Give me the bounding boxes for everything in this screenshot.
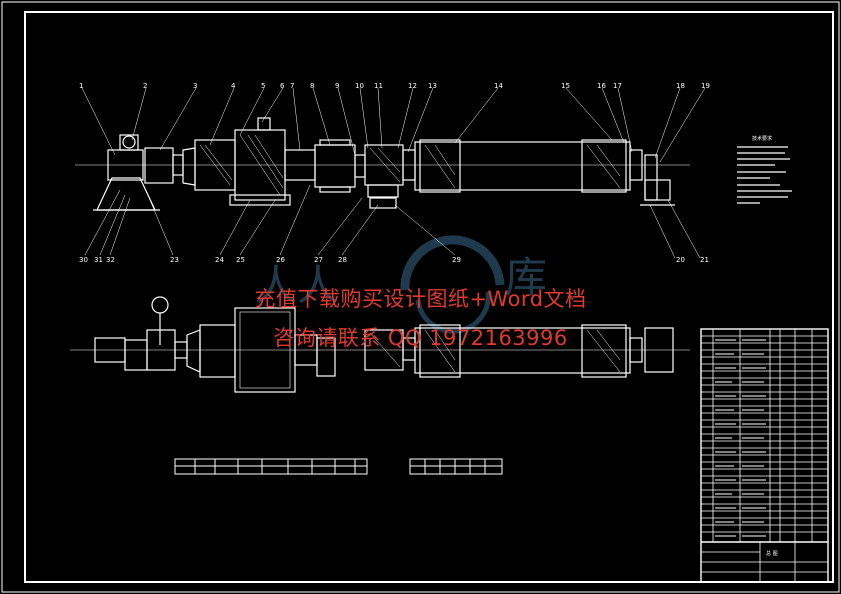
part-label: 27 xyxy=(314,256,323,264)
hatching xyxy=(199,134,621,196)
part-label: 16 xyxy=(597,82,606,90)
watermark-line-1: 充值下载购买设计图纸+Word文档 xyxy=(254,287,587,311)
title-block-name: 总 图 xyxy=(766,550,778,557)
part-label: 32 xyxy=(106,256,115,264)
part-labels-bottom: 30 31 32 23 24 25 26 27 28 29 20 21 xyxy=(79,256,709,264)
part-label: 2 xyxy=(143,82,147,90)
part-label: 10 xyxy=(355,82,364,90)
spec-table-right xyxy=(409,458,503,475)
part-label: 19 xyxy=(701,82,710,90)
notes-title: 技术要求 xyxy=(752,135,772,142)
svg-text:库: 库 xyxy=(505,253,547,302)
top-view-assembly xyxy=(75,117,690,211)
part-label: 28 xyxy=(338,256,347,264)
part-label: 23 xyxy=(170,256,179,264)
part-label: 13 xyxy=(428,82,437,90)
parts-list-fill xyxy=(715,339,766,537)
part-label: 24 xyxy=(215,256,224,264)
part-label: 1 xyxy=(79,82,83,90)
part-label: 26 xyxy=(276,256,285,264)
svg-text:人人: 人人 xyxy=(255,261,339,310)
part-leaders-bottom xyxy=(84,184,701,259)
part-label: 4 xyxy=(231,82,236,90)
part-label: 9 xyxy=(335,82,339,90)
plan-hatching xyxy=(369,329,621,373)
part-label: 12 xyxy=(408,82,417,90)
part-label: 25 xyxy=(236,256,245,264)
part-leaders-top xyxy=(81,87,706,163)
part-label: 31 xyxy=(94,256,103,264)
part-label: 30 xyxy=(79,256,88,264)
part-label: 15 xyxy=(561,82,570,90)
part-label: 21 xyxy=(700,256,709,264)
parts-list-table xyxy=(700,328,829,583)
part-label: 7 xyxy=(290,82,294,90)
part-label: 29 xyxy=(452,256,461,264)
technical-notes: 技术要求 xyxy=(737,135,792,204)
part-label: 3 xyxy=(193,82,197,90)
part-label: 14 xyxy=(494,82,503,90)
watermark-logo: 库 人人 xyxy=(255,235,547,334)
watermark-line-2: 咨询请联系 QQ 1972163996 xyxy=(273,326,568,350)
part-labels-top: 1 2 3 4 5 6 7 8 9 10 11 12 13 14 15 16 1… xyxy=(79,82,710,90)
part-label: 5 xyxy=(261,82,265,90)
part-label: 8 xyxy=(310,82,314,90)
part-label: 11 xyxy=(374,82,383,90)
part-label: 20 xyxy=(676,256,685,264)
inner-frame xyxy=(24,11,834,583)
part-label: 17 xyxy=(613,82,622,90)
part-label: 6 xyxy=(280,82,285,90)
part-label: 18 xyxy=(676,82,685,90)
spec-table-left xyxy=(174,458,368,475)
plan-view-assembly xyxy=(70,296,690,393)
